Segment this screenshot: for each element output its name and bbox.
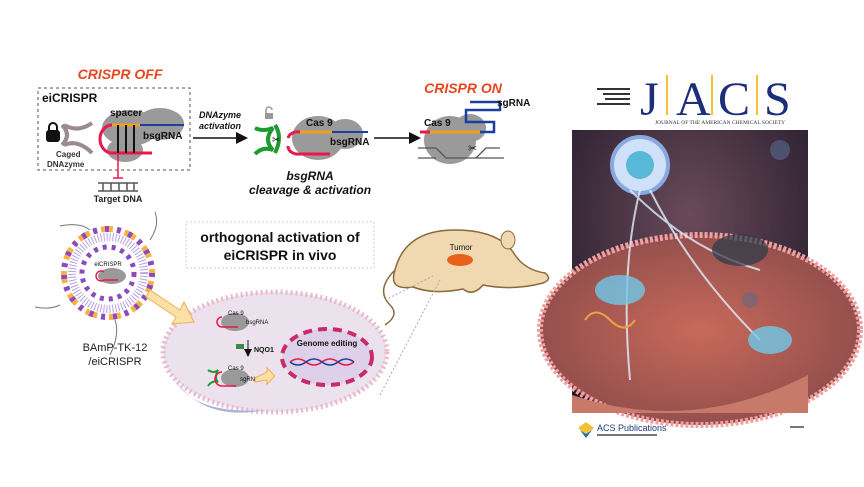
target-dna-icon [98,182,138,192]
genome-editing-label: Genome editing [297,339,358,348]
cas9-protein-2 [292,116,363,160]
bsgrna-label-2: bsgRNA [330,137,369,148]
carrier-label-1: BAmP-TK-12 [83,342,148,354]
nucleus [280,327,374,387]
crispr-off-label: CRISPR OFF [78,66,163,82]
nanoparticle-label: eiCRISPR [94,262,122,268]
in-vivo-panel: eiCRISPR BAmP-TK-12 /eiCRISPR orthogonal… [34,211,550,415]
caged-dnazyme-shape [60,121,94,155]
scissors-icon: ✂ [272,135,280,146]
cleavage-label-1: bsgRNA [286,169,333,183]
nqo1-label: NQO1 [254,347,274,354]
delivery-arrow [145,289,195,325]
journal-name: JOURNAL OF THE AMERICAN CHEMICAL SOCIETY [655,120,785,126]
unlocked-icon [265,106,273,119]
in-vivo-title-2: eiCRISPR in vivo [224,247,337,263]
caged-label: Caged [56,150,81,159]
cas9-label-3: Cas 9 [424,118,451,129]
cell-cas9-label-2: Cas 9 [228,366,244,372]
mouse-illustration: Tumor [382,229,550,326]
eicrispr-dashed-box [37,87,191,171]
dnazyme-activation-label-1: DNAzyme [199,110,241,120]
cell-bsgrna-label: bsgRNA [246,320,268,326]
cleaved-dna-icon [418,147,504,159]
in-vivo-title-1: orthogonal activation of [200,229,360,245]
jacs-logo: J A C S [640,73,791,126]
target-dna-label: Target DNA [94,194,143,204]
cell-cas9-label: Cas 9 [228,311,244,317]
dnazyme-label: DNAzyme [47,160,85,169]
crispr-scheme: CRISPR OFF eiCRISPR Caged DNAzyme spacer… [37,66,530,204]
cell-sgrna-label: sgRNA [240,377,259,383]
dnazyme-activation-label-2: activation [199,121,242,131]
rna-hairpin [98,123,152,155]
sgrna-label: sgRNA [497,98,530,109]
title-box [185,221,375,269]
tumor-marker [447,254,473,266]
active-dnazyme-shape [253,123,281,156]
svg-text:S: S [764,73,791,126]
svg-text:A: A [676,73,711,126]
cleavage-label-2: cleavage & activation [249,183,371,197]
cas9-label-2: Cas 9 [306,118,333,129]
lock-icon [46,122,60,142]
scissors-icon-2: ✂ [468,143,477,155]
eicrispr-label: eiCRISPR [42,91,98,105]
svg-text:C: C [718,73,750,126]
carrier-label-2: /eiCRISPR [88,356,141,368]
spacer-label: spacer [110,108,142,119]
nanoparticle: eiCRISPR [34,211,158,356]
cover-artwork [537,130,863,428]
svg-text:J: J [640,73,659,126]
publisher-label: ACS Publications [597,423,667,433]
acs-logo [578,422,594,438]
sgrna-strand [464,100,502,134]
tumor-label: Tumor [450,243,473,252]
cover-issue-info [597,88,630,105]
bsgrna-label: bsgRNA [143,131,182,142]
journal-cover: J A C S JOURNAL OF THE AMERICAN CHEMICAL… [537,60,863,445]
crispr-on-label: CRISPR ON [424,80,503,96]
